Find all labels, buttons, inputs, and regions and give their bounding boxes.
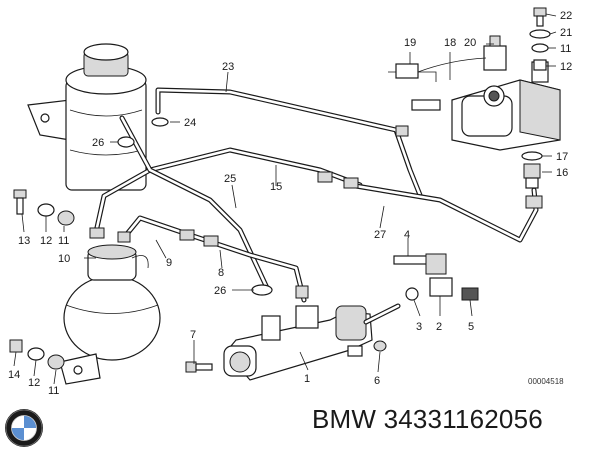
pressure-switch [388,35,507,82]
callout-11-bottom: 11 [48,385,59,397]
callout-labels: 22 21 11 12 19 18 20 23 24 26 17 16 25 1… [8,10,572,397]
callout-12-top: 12 [560,61,572,73]
callout-4: 4 [404,229,410,241]
callout-24: 24 [184,117,196,129]
callout-23: 23 [222,61,234,73]
callout-11-left: 11 [58,235,69,247]
clip-24-26 [117,117,273,296]
pipe-23 [155,87,423,198]
callout-11-top: 11 [560,43,571,55]
callout-7: 7 [190,329,196,341]
pipe-25 [119,115,271,293]
callout-9: 9 [166,257,172,269]
callout-21: 21 [560,27,572,39]
brake-master-cylinder [223,303,401,381]
part-number-caption: BMW 34331162056 [312,404,543,434]
reference-code: 00004518 [528,377,564,386]
pressure-accumulator [59,244,161,385]
callout-12-bottom: 12 [28,377,40,389]
callout-19: 19 [404,37,416,49]
callout-26-mid: 26 [214,285,226,297]
callout-26-top: 26 [92,137,104,149]
leader-lines [13,13,557,385]
callout-22: 22 [560,10,572,22]
valve-block [411,61,561,151]
callout-2: 2 [436,321,442,333]
parts-diagram: 22 21 11 12 19 18 20 23 24 26 17 16 25 1… [8,7,572,397]
callout-14: 14 [8,369,20,381]
callout-25: 25 [224,173,236,185]
callout-8: 8 [218,267,224,279]
fluid-reservoir [27,43,147,191]
callout-3: 3 [416,321,422,333]
bolt-13-set [13,189,75,226]
callout-13: 13 [18,235,30,247]
callout-16: 16 [556,167,568,179]
callout-18: 18 [444,37,456,49]
callout-10: 10 [58,253,70,265]
callout-1: 1 [304,373,310,385]
banjo-bolt-set [529,7,551,71]
washer-6 [373,340,387,352]
callout-15: 15 [270,181,282,193]
pipe-9 [119,215,307,303]
callout-12-left: 12 [40,235,52,247]
callout-6: 6 [374,375,380,387]
pipe-nuts [89,125,543,299]
bolt-14-set [9,339,65,370]
bmw-roundel-logo [5,409,43,447]
union-fitting [521,151,543,189]
pushrod-fork [393,253,479,301]
bolt-7 [185,361,213,373]
callout-27: 27 [374,229,386,241]
callout-17: 17 [556,151,568,163]
callout-20: 20 [464,37,476,49]
callout-5: 5 [468,321,474,333]
